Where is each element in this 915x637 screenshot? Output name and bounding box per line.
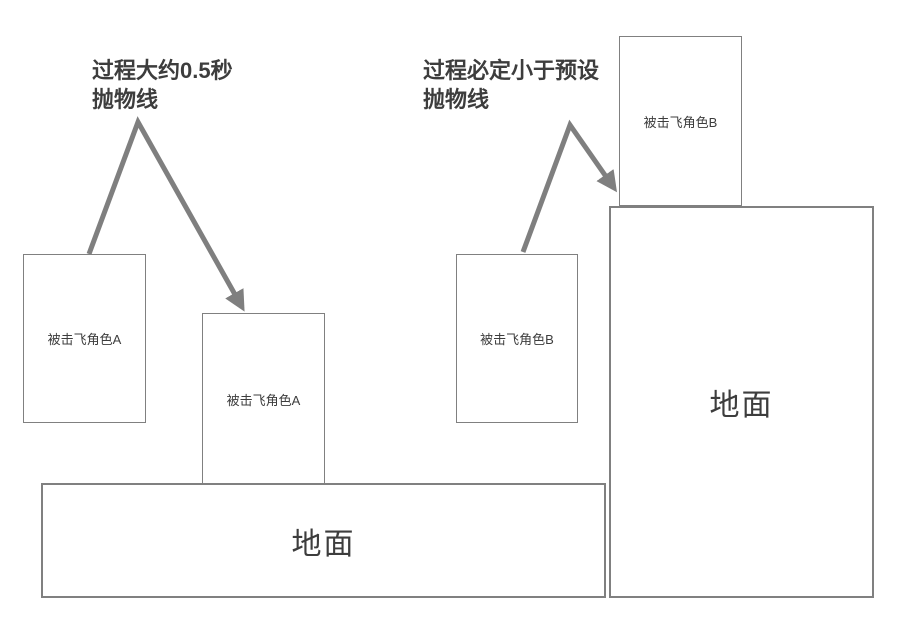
box-character-b-start: 被击飞角色B: [456, 254, 578, 423]
box-character-a-start: 被击飞角色A: [23, 254, 146, 423]
annotation-parabola-b-line1: 过程必定小于预设: [423, 58, 600, 83]
box-ground-left-label: 地面: [291, 527, 356, 561]
box-character-a-end-label: 被击飞角色A: [226, 393, 301, 408]
box-ground-left: 地面: [41, 483, 606, 598]
annotation-parabola-a-line2: 抛物线: [92, 87, 159, 112]
annotation-parabola-b: 过程必定小于预设 抛物线: [423, 56, 599, 114]
parabola-arrow-b: [520, 119, 618, 253]
box-ground-right-label: 地面: [709, 389, 774, 422]
annotation-parabola-b-line2: 抛物线: [423, 87, 490, 112]
box-character-a-end: 被击飞角色A: [202, 313, 325, 486]
box-character-b-end-label: 被击飞角色B: [643, 114, 718, 130]
box-ground-right: 地面: [609, 206, 874, 598]
annotation-parabola-a: 过程大约0.5秒 抛物线: [92, 56, 233, 114]
annotation-parabola-a-line1: 过程大约0.5秒: [92, 58, 233, 83]
box-character-b-start-label: 被击飞角色B: [480, 332, 554, 347]
box-character-b-end: 被击飞角色B: [619, 36, 742, 206]
box-character-a-start-label: 被击飞角色A: [47, 332, 122, 347]
